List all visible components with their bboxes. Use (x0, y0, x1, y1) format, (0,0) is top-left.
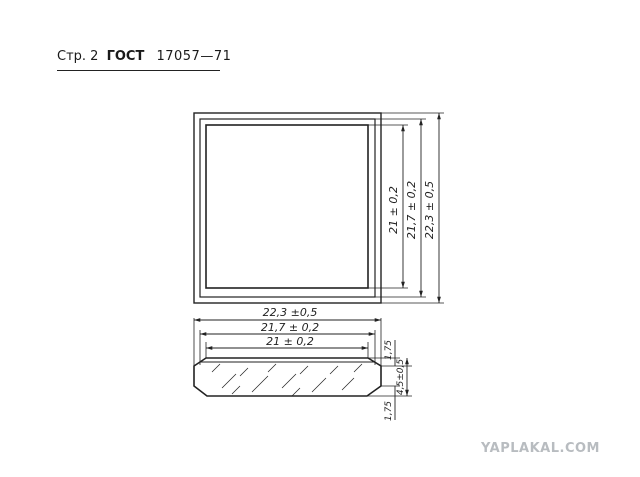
dim-label-side-inner: 21 ± 0,2 (266, 335, 314, 348)
dim-label-bottom-chamfer: 1,75 (384, 401, 394, 421)
side-view (193, 318, 412, 420)
standard-label: ГОСТ (106, 49, 145, 64)
header-underline (57, 70, 220, 71)
glass-hatching (211, 363, 363, 397)
glass-profile (193, 357, 382, 397)
dim-label-outer: 22,3 ± 0,5 (423, 181, 436, 239)
dim-label-thickness: 4,5±0,5 (396, 359, 406, 395)
watermark: YAPLAKAL.COM (481, 441, 600, 456)
outer-frame (193, 112, 382, 304)
page-header: Стр. 2 ГОСТ 17057—71 (57, 49, 231, 64)
dim-label-side-middle: 21,7 ± 0,2 (261, 321, 319, 334)
dim-label-inner: 21 ± 0,2 (387, 186, 400, 234)
top-view (193, 112, 444, 304)
dim-label-side-outer: 22,3 ±0,5 (263, 306, 318, 319)
inner-frame (205, 124, 369, 289)
dim-label-top-chamfer: 1,75 (384, 340, 394, 360)
standard-number: 17057—71 (156, 49, 232, 64)
middle-frame (199, 118, 376, 298)
page-number: Стр. 2 (57, 49, 99, 64)
dim-label-middle: 21,7 ± 0,2 (405, 181, 418, 239)
